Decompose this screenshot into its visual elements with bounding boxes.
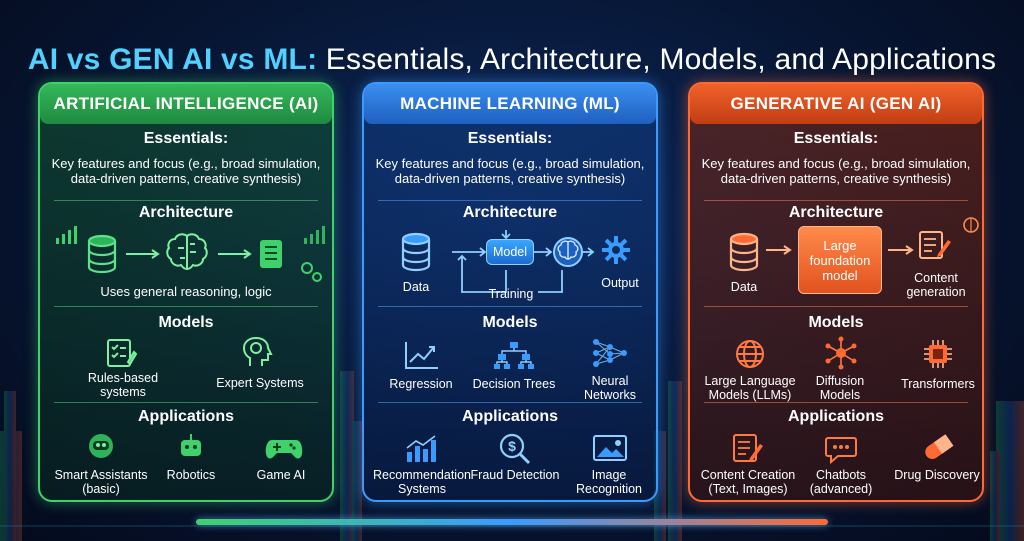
arrow-right-icon (218, 249, 252, 259)
globe-icon (736, 340, 764, 368)
title-highlight: AI vs GEN AI vs ML: (27, 43, 318, 77)
svg-text:$: $ (508, 438, 516, 454)
pill-icon (925, 434, 954, 460)
ai-model-label: Expert Systems (216, 376, 304, 390)
gen-application-label: Drug Discovery (894, 468, 980, 482)
image-icon (593, 435, 627, 461)
ai-panel-header: ARTIFICIAL INTELLIGENCE (AI) (40, 84, 332, 124)
ai-model-label: Rules-based systems (87, 371, 159, 399)
tree-icon (494, 342, 534, 369)
ai-essentials-title: Essentials: (143, 130, 229, 147)
gen-arch-data-label: Data (730, 280, 758, 294)
gen-architecture-title: Architecture (788, 204, 884, 221)
bar-chart-icon (406, 435, 436, 462)
ai-models-title: Models (158, 314, 214, 331)
brain-icon (166, 233, 208, 271)
robot-icon (181, 434, 201, 456)
gen-model-label: Transformers (901, 377, 975, 391)
ai-divider (54, 200, 318, 201)
head-brain-icon (242, 336, 273, 366)
database-icon (87, 234, 117, 274)
trend-chart-icon (405, 342, 438, 369)
checklist-icon (107, 339, 138, 367)
ml-model-box: Model (486, 239, 534, 265)
ai-architecture-caption: Uses general reasoning, logic (100, 284, 272, 299)
gen-essentials-text: Key features and focus (e.g., broad simu… (701, 156, 971, 186)
gears-icon (301, 262, 322, 282)
ml-application-label: Fraud Detection (470, 468, 560, 482)
chip-icon (924, 340, 952, 368)
ml-essentials-title: Essentials: (467, 130, 553, 147)
ml-arch-data-label: Data (402, 280, 430, 294)
ml-application-label: Image Recognition (575, 468, 642, 496)
gen-divider (704, 306, 968, 307)
network-icon (593, 339, 627, 367)
gen-panel: GENERATIVE AI (GEN AI) Essentials: Key f… (688, 82, 984, 502)
ai-application-label: Robotics (166, 468, 216, 482)
gamepad-icon (265, 440, 303, 459)
gen-panel-header: GENERATIVE AI (GEN AI) (690, 84, 982, 124)
content-edit-icon (919, 231, 951, 259)
signal-bars-icon (304, 226, 325, 244)
ml-panel-header: MACHINE LEARNING (ML) (364, 84, 656, 124)
ml-arch-output-label: Output (601, 276, 639, 290)
ml-arch-training-label: Training (488, 287, 534, 301)
arrow-right-icon (888, 245, 914, 255)
ml-model-label: Neural Networks (583, 374, 637, 402)
arrow-right-icon (766, 245, 792, 255)
ai-divider (54, 306, 318, 307)
gradient-bottom-bar (196, 519, 828, 525)
ml-model-label: Decision Trees (472, 377, 556, 391)
gen-arch-output-label: Content generation (906, 271, 966, 299)
ai-divider (54, 402, 318, 403)
ml-model-label: Regression (389, 377, 453, 391)
database-icon (401, 232, 431, 272)
ai-architecture-title: Architecture (138, 204, 234, 221)
title-rest: Essentials, Architecture, Models, and Ap… (317, 43, 997, 77)
arrow-right-icon (126, 249, 160, 259)
ml-divider (378, 402, 642, 403)
ai-essentials-text: Key features and focus (e.g., broad simu… (51, 156, 321, 186)
ai-application-label: Game AI (256, 468, 306, 482)
ai-application-label: Smart Assistants (basic) (54, 468, 148, 496)
diffusion-icon (825, 336, 857, 370)
brain-circle-icon (553, 237, 583, 267)
chat-icon (825, 437, 857, 464)
document-list-icon (260, 240, 282, 268)
ml-models-title: Models (482, 314, 538, 331)
gen-essentials-title: Essentials: (793, 130, 879, 147)
gen-application-label: Content Creation (Text, Images) (700, 468, 796, 496)
ml-essentials-text: Key features and focus (e.g., broad simu… (375, 156, 645, 186)
signal-bars-icon (56, 226, 77, 244)
gen-model-label: Diffusion Models (815, 374, 865, 402)
gen-divider (704, 200, 968, 201)
ml-divider (378, 200, 642, 201)
ml-architecture-title: Architecture (462, 204, 558, 221)
gen-model-label: Large Language Models (LLMs) (704, 374, 796, 402)
gear-icon (602, 236, 630, 264)
ml-flow-arrows (452, 230, 595, 293)
gen-models-title: Models (808, 314, 864, 331)
gen-applications-title: Applications (787, 408, 884, 425)
brain-small-icon (963, 217, 979, 233)
dollar-search-icon: $ (499, 433, 531, 465)
ml-panel: MACHINE LEARNING (ML) Essentials: Key fe… (362, 82, 658, 502)
gen-divider (704, 402, 968, 403)
ai-applications-title: Applications (137, 408, 234, 425)
assistant-icon (89, 434, 113, 458)
gen-foundation-model-box: Large foundation model (798, 226, 882, 294)
database-icon (729, 232, 759, 272)
ml-application-label: Recommendation Systems (373, 468, 471, 496)
edit-doc-icon (733, 434, 763, 462)
ml-applications-title: Applications (461, 408, 558, 425)
page-title: AI vs GEN AI vs ML: Essentials, Architec… (0, 42, 1024, 78)
ml-divider (378, 306, 642, 307)
gen-application-label: Chatbots (advanced) (809, 468, 873, 496)
ai-panel: ARTIFICIAL INTELLIGENCE (AI) Essentials:… (38, 82, 334, 502)
